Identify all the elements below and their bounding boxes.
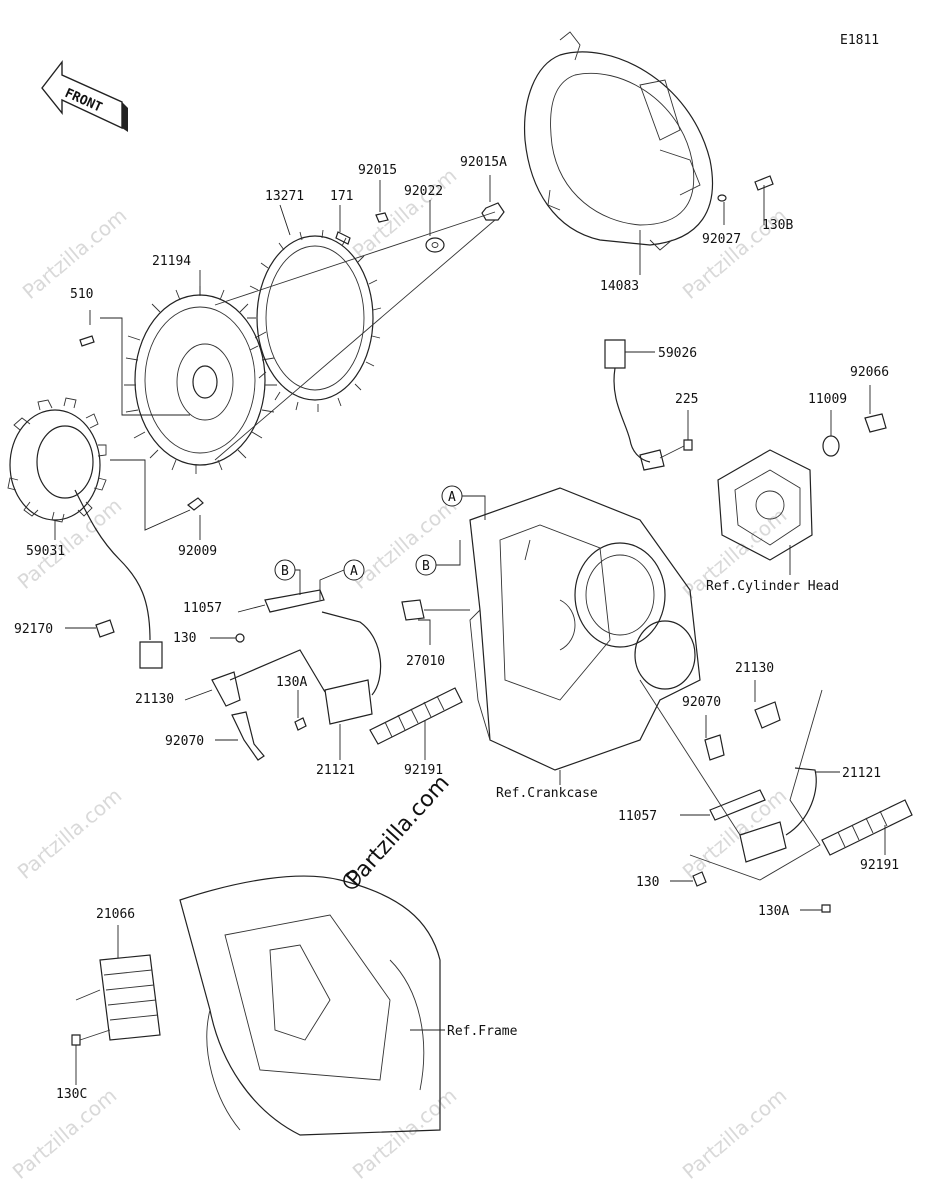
spark-plug-tube (369, 687, 463, 745)
coil-bracket-icon (709, 789, 766, 821)
ref-crankcase-label: Ref.Crankcase (496, 786, 598, 801)
part-label: 92191 (404, 763, 443, 778)
part-label: 11057 (183, 601, 222, 616)
key-icon (79, 335, 95, 347)
sensor-wire (613, 367, 651, 463)
part-label: 92066 (850, 365, 889, 380)
watermark-text: Partzilla.com (13, 783, 126, 884)
bolt-icon (294, 717, 307, 731)
part-label: 21121 (316, 763, 355, 778)
callout-a: A (448, 490, 456, 505)
bolt-icon (683, 439, 693, 451)
crankcase-reference (469, 487, 701, 771)
diagram-id: E1811 (840, 33, 879, 48)
neutral-switch-icon (401, 599, 425, 621)
spark-plug-tube (821, 799, 913, 856)
watermark-center: Partzilla.com (342, 771, 455, 892)
cylinder-head-reference (717, 449, 813, 561)
front-arrow-icon: FRONT (41, 59, 128, 132)
plug-icon (864, 413, 887, 433)
ignition-coil-icon (739, 821, 787, 863)
callout-b: B (422, 559, 430, 574)
flywheel-rotor (124, 286, 277, 474)
ignition-wire (321, 611, 382, 696)
callout-b: B (281, 564, 289, 579)
part-label: 21130 (735, 661, 774, 676)
part-label: 92022 (404, 184, 443, 199)
ignition-wire (785, 767, 817, 836)
bolt-icon (235, 633, 245, 643)
voltage-regulator (99, 954, 161, 1041)
ref-cylinder-head-label: Ref.Cylinder Head (706, 579, 839, 594)
part-label: 11009 (808, 392, 847, 407)
part-label: 510 (70, 287, 93, 302)
part-label: 92070 (165, 734, 204, 749)
plug-cap-icon (754, 701, 781, 729)
part-label: 92015 (358, 163, 397, 178)
part-label: 130 (173, 631, 196, 646)
frame-reference (179, 875, 441, 1136)
part-label: 130A (276, 675, 307, 690)
part-label: 92015A (460, 155, 507, 170)
watermark-text: Partzilla.com (678, 783, 791, 884)
part-label: 92070 (682, 695, 721, 710)
copyright-icon (343, 871, 361, 889)
callout-a: A (350, 564, 358, 579)
part-label: 130C (56, 1087, 87, 1102)
part-label: 21194 (152, 254, 191, 269)
flywheel-cover (523, 31, 714, 251)
part-label: 130A (758, 904, 789, 919)
part-label: 59026 (658, 346, 697, 361)
plug-cap-icon (211, 671, 241, 707)
part-label: 171 (330, 189, 353, 204)
spark-plug-icon (704, 734, 725, 761)
bolt-icon (187, 497, 204, 511)
part-label: 59031 (26, 544, 65, 559)
washer-icon (425, 237, 445, 253)
crank-sensor-icon (639, 449, 665, 471)
part-label: 130 (636, 875, 659, 890)
part-label: 130B (762, 218, 793, 233)
stator-coil (7, 397, 107, 523)
bolt-icon (821, 904, 831, 913)
o-ring-icon (822, 435, 840, 457)
part-label: 92191 (860, 858, 899, 873)
bolt-icon (754, 175, 774, 191)
bolt-icon (692, 871, 707, 887)
part-label: 92170 (14, 622, 53, 637)
nut-icon (375, 212, 389, 223)
watermark-layer: Partzilla.com Partzilla.com Partzilla.co… (8, 163, 791, 1184)
spark-plug-icon (231, 711, 265, 761)
nut-icon (481, 202, 505, 221)
watermark-text: Partzilla.com (348, 163, 461, 264)
washer-icon (717, 194, 727, 202)
stator-wire (74, 489, 151, 641)
connector-icon (139, 641, 163, 669)
clamp-icon (95, 619, 115, 638)
ignition-coil-icon (324, 679, 373, 725)
part-labels: 13271 171 92015 92022 92015A 14083 92027… (14, 155, 899, 1102)
part-label: 21121 (842, 766, 881, 781)
part-label: 13271 (265, 189, 304, 204)
watermark-text: Partzilla.com (348, 1083, 461, 1184)
part-label: 92009 (178, 544, 217, 559)
part-label: 27010 (406, 654, 445, 669)
part-label: 14083 (600, 279, 639, 294)
bolt-icon (71, 1034, 81, 1046)
part-label: 225 (675, 392, 698, 407)
watermark-text: Partzilla.com (678, 1083, 791, 1184)
part-label: 21130 (135, 692, 174, 707)
part-label: 11057 (618, 809, 657, 824)
coil-bracket-icon (264, 589, 325, 613)
watermark-text: Partzilla.com (348, 493, 461, 594)
sensor-connector-icon (604, 339, 626, 369)
part-label: 21066 (96, 907, 135, 922)
pin-icon (335, 231, 351, 245)
part-label: 92027 (702, 232, 741, 247)
ref-frame-label: Ref.Frame (447, 1024, 518, 1039)
